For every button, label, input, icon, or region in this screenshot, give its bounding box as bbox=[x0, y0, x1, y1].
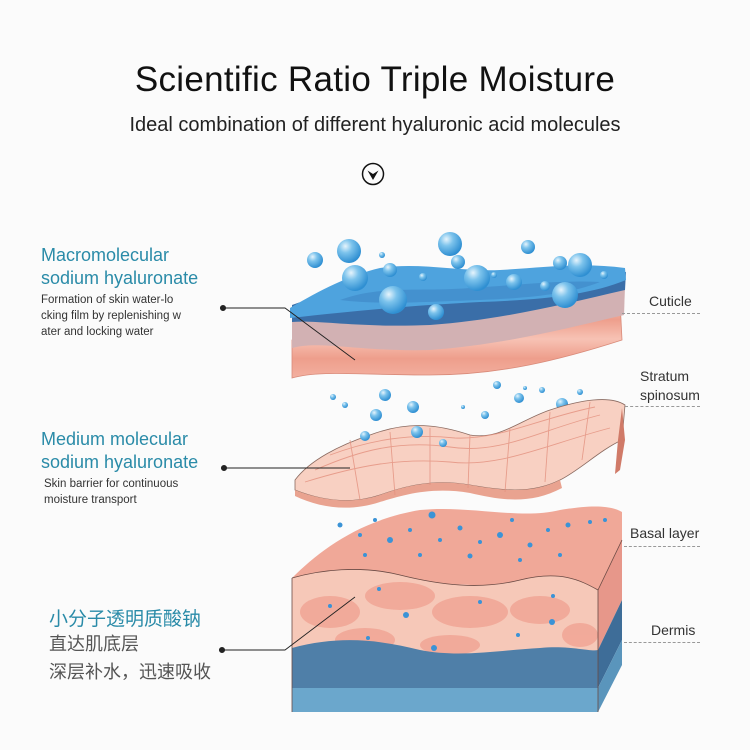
medium-title: Medium molecular sodium hyaluronate bbox=[41, 428, 198, 474]
dermis-divider bbox=[624, 642, 700, 643]
spinosum-layer bbox=[294, 399, 626, 508]
macro-desc: Formation of skin water-lo cking film by… bbox=[41, 292, 181, 340]
medium-desc-line1: Skin barrier for continuous bbox=[44, 478, 179, 490]
medium-title-line2: sodium hyaluronate bbox=[41, 452, 199, 472]
cuticle-layer bbox=[290, 265, 626, 379]
spinosum-label: Stratum spinosum bbox=[640, 367, 700, 405]
macro-desc-line3: ater and locking water bbox=[41, 326, 154, 338]
medium-title-line1: Medium molecular bbox=[41, 429, 189, 449]
dermis-label: Dermis bbox=[651, 622, 696, 638]
cuticle-label: Cuticle bbox=[649, 293, 692, 309]
page-title: Scientific Ratio Triple Moisture bbox=[134, 60, 616, 99]
medium-desc-line2: moisture transport bbox=[44, 494, 137, 506]
macro-title-line1: Macromolecular bbox=[41, 245, 170, 265]
chevron-down-circle-icon[interactable] bbox=[361, 162, 385, 186]
spinosum-divider bbox=[625, 406, 700, 407]
basal-dermis-block bbox=[291, 506, 623, 712]
cuticle-divider bbox=[622, 313, 700, 314]
small-title: 小分子透明质酸钠 bbox=[49, 609, 202, 630]
macro-bubbles bbox=[307, 232, 608, 320]
small-desc-line1: 直达肌底层 bbox=[49, 634, 139, 654]
basal-label: Basal layer bbox=[630, 525, 700, 541]
page-subtitle: Ideal combination of different hyaluroni… bbox=[129, 114, 621, 136]
spinosum-label-line1: Stratum bbox=[640, 368, 690, 384]
macro-title: Macromolecular sodium hyaluronate bbox=[41, 244, 198, 290]
macro-desc-line1: Formation of skin water-lo bbox=[41, 294, 174, 306]
basal-divider bbox=[624, 546, 700, 547]
macro-title-line2: sodium hyaluronate bbox=[41, 268, 199, 288]
small-desc-line2: 深层补水，迅速吸收 bbox=[49, 662, 211, 682]
small-desc: 直达肌底层 深层补水，迅速吸收 bbox=[49, 630, 211, 686]
macro-desc-line2: cking film by replenishing w bbox=[41, 310, 181, 322]
spinosum-label-line2: spinosum bbox=[640, 387, 700, 403]
medium-desc: Skin barrier for continuous moisture tra… bbox=[44, 476, 178, 508]
